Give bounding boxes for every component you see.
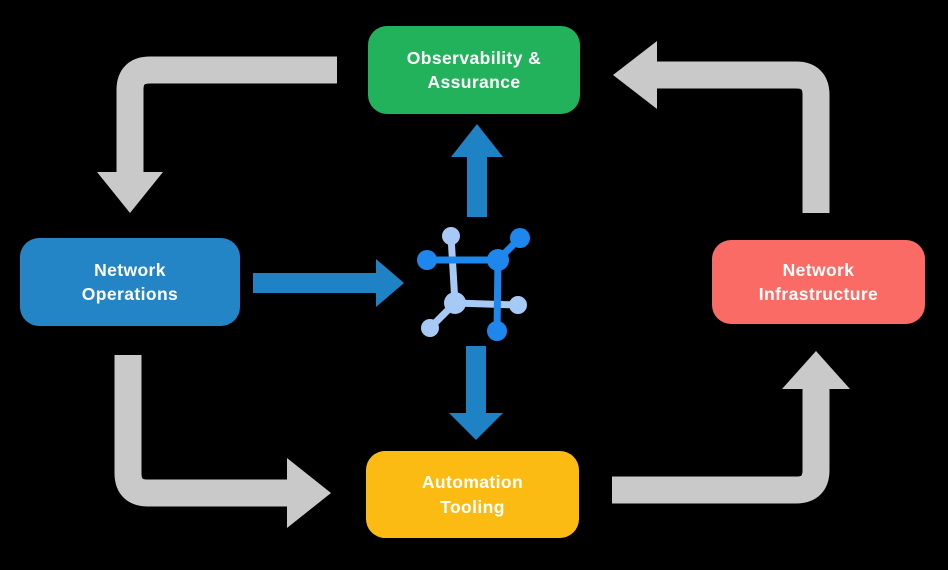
network-mesh-icon — [417, 227, 530, 341]
node-observability-assurance: Observability & Assurance — [368, 26, 580, 114]
arrow-center-to-observability — [451, 124, 503, 217]
node-automation-tooling: Automation Tooling — [366, 451, 579, 538]
arrow-operations-to-automation — [114, 355, 331, 528]
node-network-operations: Network Operations — [20, 238, 240, 326]
arrow-automation-to-infrastructure — [612, 351, 850, 504]
node-network-infrastructure: Network Infrastructure — [712, 240, 925, 324]
arrow-center-to-automation — [449, 346, 503, 440]
arrow-observability-to-operations — [97, 56, 337, 213]
arrow-operations-to-center — [253, 259, 404, 307]
arrow-infrastructure-to-observability — [613, 41, 830, 213]
